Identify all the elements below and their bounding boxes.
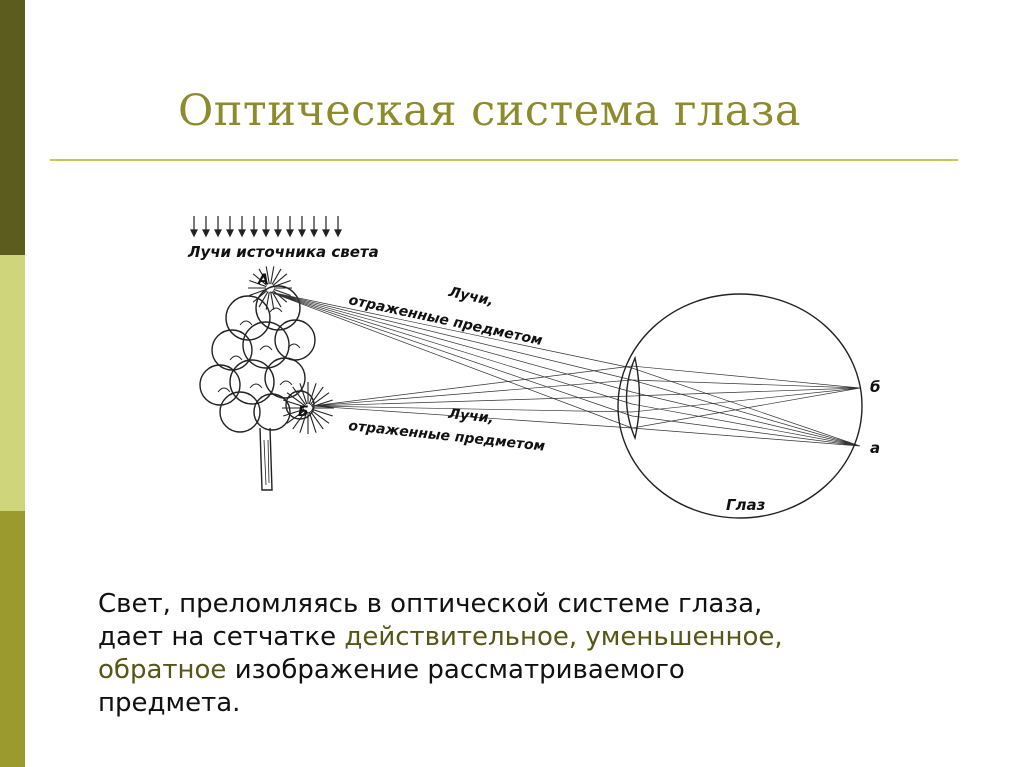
slide-title: Оптическая система глаза bbox=[178, 86, 802, 136]
reflected-top-label-1: Лучи, bbox=[446, 284, 495, 309]
point-b-star bbox=[282, 382, 334, 434]
eye-icon bbox=[617, 293, 863, 519]
rays-from-b bbox=[311, 365, 861, 429]
lens-icon bbox=[625, 355, 641, 441]
point-A-label: A bbox=[257, 272, 269, 288]
text-part-2: дает на сетчатке bbox=[98, 622, 345, 652]
eye-label: Глаз bbox=[726, 496, 766, 514]
point-B-label: Б bbox=[298, 404, 309, 420]
text-part-3: изображение рассматриваемого bbox=[226, 655, 685, 685]
point-a-star bbox=[248, 266, 292, 310]
point-a-small-label: a bbox=[870, 439, 880, 457]
text-part-4: предмета. bbox=[98, 688, 241, 718]
decor-bar-top bbox=[0, 0, 25, 255]
text-part-1: Свет, преломляясь в оптической системе г… bbox=[98, 589, 763, 619]
eye-optics-diagram: Лучи источника света A Б bbox=[170, 200, 930, 530]
tree-icon bbox=[199, 285, 316, 491]
decor-bar-middle bbox=[0, 255, 25, 511]
text-highlight-1: действительное, уменьшенное, bbox=[344, 622, 783, 652]
reflected-bottom-label-1: Лучи, bbox=[447, 406, 495, 427]
rays-from-a bbox=[269, 291, 861, 447]
source-rays-label: Лучи источника света bbox=[187, 243, 379, 261]
title-divider bbox=[50, 159, 958, 161]
explanation-paragraph: Свет, преломляясь в оптической системе г… bbox=[98, 588, 998, 720]
reflected-bottom-label-2: отраженные предметом bbox=[348, 418, 546, 455]
text-highlight-2: обратное bbox=[98, 655, 227, 685]
arrow-down-icon bbox=[190, 216, 342, 238]
decor-bar-bottom bbox=[0, 511, 25, 767]
point-b-small-label: б bbox=[870, 378, 880, 396]
